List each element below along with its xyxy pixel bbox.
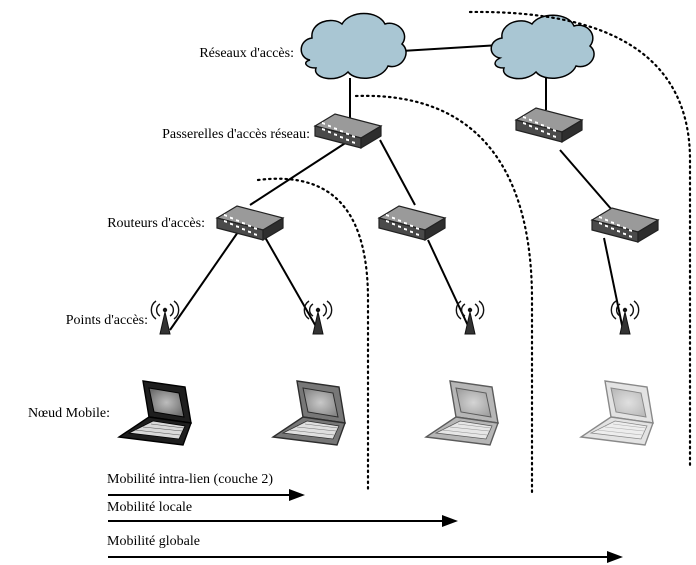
label-access-points: Points d'accès: xyxy=(66,313,148,328)
access-router-2 xyxy=(378,205,446,241)
label-access-routers: Routeurs d'accès: xyxy=(107,216,205,231)
antenna-icon xyxy=(610,300,640,335)
access-network-cloud-2 xyxy=(490,14,595,80)
laptop-icon xyxy=(579,380,654,446)
label-mobile-node: Nœud Mobile: xyxy=(28,406,110,421)
access-router-3 xyxy=(591,207,659,243)
antenna-icon xyxy=(150,300,180,335)
laptop-icon xyxy=(271,380,346,446)
laptop-icon xyxy=(117,380,192,446)
mobility-boundaries xyxy=(256,10,692,495)
access-network-cloud-1 xyxy=(300,12,407,80)
label-global-mobility: Mobilité globale xyxy=(107,534,200,549)
gateway-switch-2 xyxy=(515,107,583,143)
label-gateways: Passerelles d'accès réseau: xyxy=(162,127,310,142)
network-links xyxy=(169,44,624,331)
label-intra-link-mobility: Mobilité intra-lien (couche 2) xyxy=(107,472,273,487)
antenna-icon xyxy=(303,300,333,335)
label-local-mobility: Mobilité locale xyxy=(107,500,192,515)
label-access-networks: Réseaux d'accès: xyxy=(199,46,294,61)
access-router-1 xyxy=(216,205,284,241)
gateway-switch-1 xyxy=(314,113,382,149)
antenna-icon xyxy=(455,300,485,335)
mobility-arrows xyxy=(108,489,623,563)
laptop-icon xyxy=(424,380,499,446)
